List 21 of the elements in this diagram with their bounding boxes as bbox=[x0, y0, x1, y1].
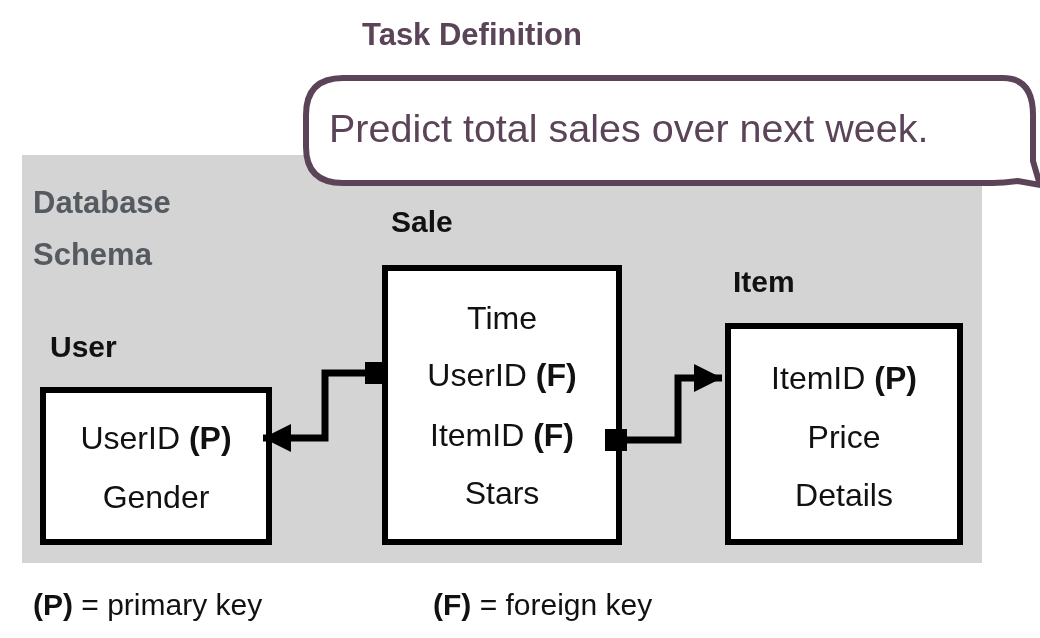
key-note: (F) = foreign key bbox=[433, 588, 653, 622]
table-name: Sale bbox=[391, 205, 453, 239]
schema-panel bbox=[22, 155, 982, 563]
table-box bbox=[725, 323, 963, 545]
table-field: UserID (F) bbox=[388, 357, 616, 393]
table-name: User bbox=[50, 330, 117, 364]
table-field: ItemID (F) bbox=[388, 417, 616, 453]
panel-heading: Database Schema bbox=[33, 184, 172, 274]
table-field: Gender bbox=[46, 479, 266, 515]
task-text: Predict total sales over next week. bbox=[329, 105, 929, 151]
table-field: Time bbox=[388, 300, 616, 336]
table-name: Item bbox=[733, 265, 795, 299]
bubble-heading: Task Definition bbox=[362, 17, 582, 53]
table-field: Details bbox=[731, 477, 957, 513]
table-field: Stars bbox=[388, 475, 616, 511]
table-box bbox=[382, 265, 622, 545]
table-box bbox=[40, 387, 272, 545]
key-note: (P) = primary key bbox=[33, 588, 263, 622]
table-field: Price bbox=[731, 419, 957, 455]
table-field: ItemID (P) bbox=[731, 360, 957, 396]
table-field: UserID (P) bbox=[46, 420, 266, 456]
